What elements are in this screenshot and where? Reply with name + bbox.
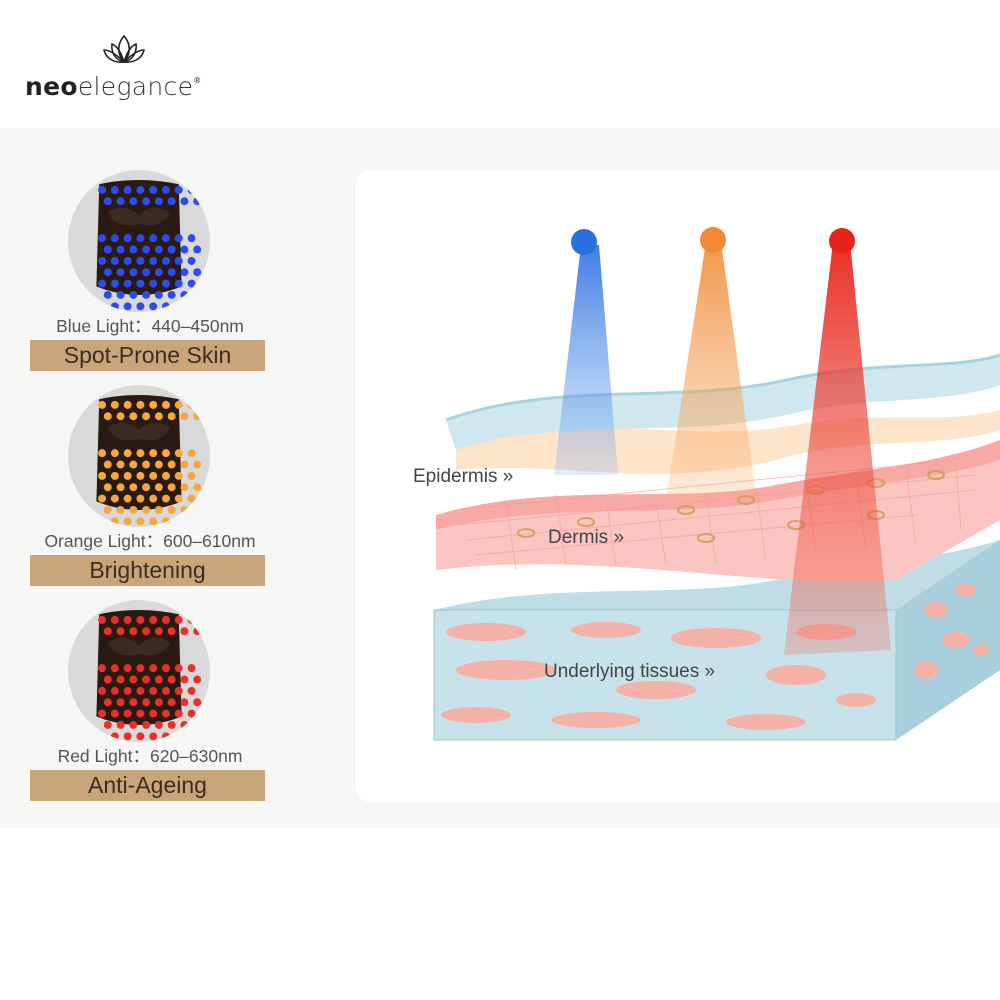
orange-light-beam	[666, 242, 756, 500]
led-mask-image	[68, 385, 210, 527]
epidermis-label: Epidermis »	[413, 466, 513, 487]
brand-logo: neoelegance®	[25, 32, 201, 102]
led-mask-icon	[96, 394, 202, 526]
light-spec: Red Light：620–630nm	[57, 746, 243, 766]
orange-light-source-icon	[700, 227, 726, 253]
benefit-label: Brightening	[30, 555, 265, 586]
light-spec: Orange Light：600–610nm	[44, 531, 256, 551]
led-mask-image	[68, 170, 210, 312]
led-mask-icon	[96, 609, 202, 741]
blue-light-source-icon	[571, 229, 597, 255]
blue-light-beam	[554, 245, 618, 475]
underlying-tissues-label: Underlying tissues »	[544, 661, 715, 682]
led-mask-icon	[96, 179, 202, 311]
benefit-label: Anti-Ageing	[30, 770, 265, 801]
dermis-label: Dermis »	[548, 527, 624, 548]
brand-name: neoelegance®	[25, 72, 202, 101]
benefit-label: Spot-Prone Skin	[30, 340, 265, 371]
lotus-icon	[103, 34, 145, 64]
red-light-source-icon	[829, 228, 855, 254]
led-mask-image	[68, 600, 210, 742]
light-spec: Blue Light：440–450nm	[56, 316, 244, 336]
skin-layers-diagram: Epidermis » Dermis » Underlying tissues …	[413, 227, 1000, 741]
red-light-beam	[784, 242, 891, 655]
